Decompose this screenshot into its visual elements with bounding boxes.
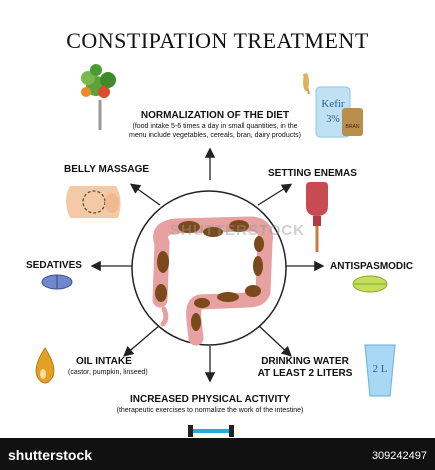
diet-desc-line-1: (food intake 5-6 times a day in small qu…: [132, 123, 298, 130]
sedatives-pill-icon: [41, 274, 73, 290]
glass-label: 2 L: [373, 363, 388, 375]
oil-intake-description: (castor, pumpkin, linseed): [68, 369, 148, 376]
belly-icon: [66, 186, 121, 218]
diet-desc-line-2: menu include vegetables, cereals, bran, …: [129, 132, 301, 139]
arrow-upper-right: [257, 183, 293, 206]
kefir-text: Kefir: [321, 98, 345, 110]
oil-intake-label: OIL INTAKE: [76, 356, 132, 367]
drinking-water-label: DRINKING WATER AT LEAST 2 LITERS: [255, 356, 355, 380]
footer-image-id: 309242497: [371, 450, 427, 462]
diet-description: (food intake 5-6 times a day in small qu…: [100, 122, 330, 140]
antispasmodic-pill-icon: [352, 275, 388, 293]
drinking-water-line-1: DRINKING WATER: [261, 356, 349, 367]
footer-logo: shutterstock: [8, 447, 93, 463]
dumbbell-icon: [188, 425, 234, 437]
sedatives-label: SEDATIVES: [26, 260, 82, 271]
vegetables-fork-icon: [81, 64, 116, 130]
physical-activity-label: INCREASED PHYSICAL ACTIVITY: [129, 394, 291, 405]
setting-enemas-label: SETTING ENEMAS: [268, 168, 357, 179]
bran-label: BRAN: [345, 124, 360, 130]
arrow-lower-right: [257, 324, 292, 357]
colon-illustration: [152, 216, 273, 346]
arrow-lower-left: [123, 324, 161, 357]
enema-icon: [306, 182, 328, 252]
water-glass-icon: 2 L: [364, 344, 396, 397]
arrows: [90, 147, 325, 383]
footer-bar: [0, 438, 435, 470]
diet-label: NORMALIZATION OF THE DIET: [140, 110, 290, 121]
kefir-bran-icon: [303, 73, 363, 138]
belly-massage-label: BELLY MASSAGE: [64, 164, 150, 175]
oil-drop-icon: [35, 347, 55, 384]
arrow-upper-left: [129, 183, 161, 206]
drinking-water-line-2: AT LEAST 2 LITERS: [257, 368, 353, 379]
antispasmodic-label: ANTISPASMODIC: [330, 261, 414, 272]
physical-activity-description: (therapeutic exercises to normalize the …: [116, 407, 304, 414]
kefir-percent: 3%: [326, 114, 340, 125]
page-title: CONSTIPATION TREATMENT: [66, 28, 369, 53]
watermark: SHUTTERSTOCK: [170, 222, 306, 239]
